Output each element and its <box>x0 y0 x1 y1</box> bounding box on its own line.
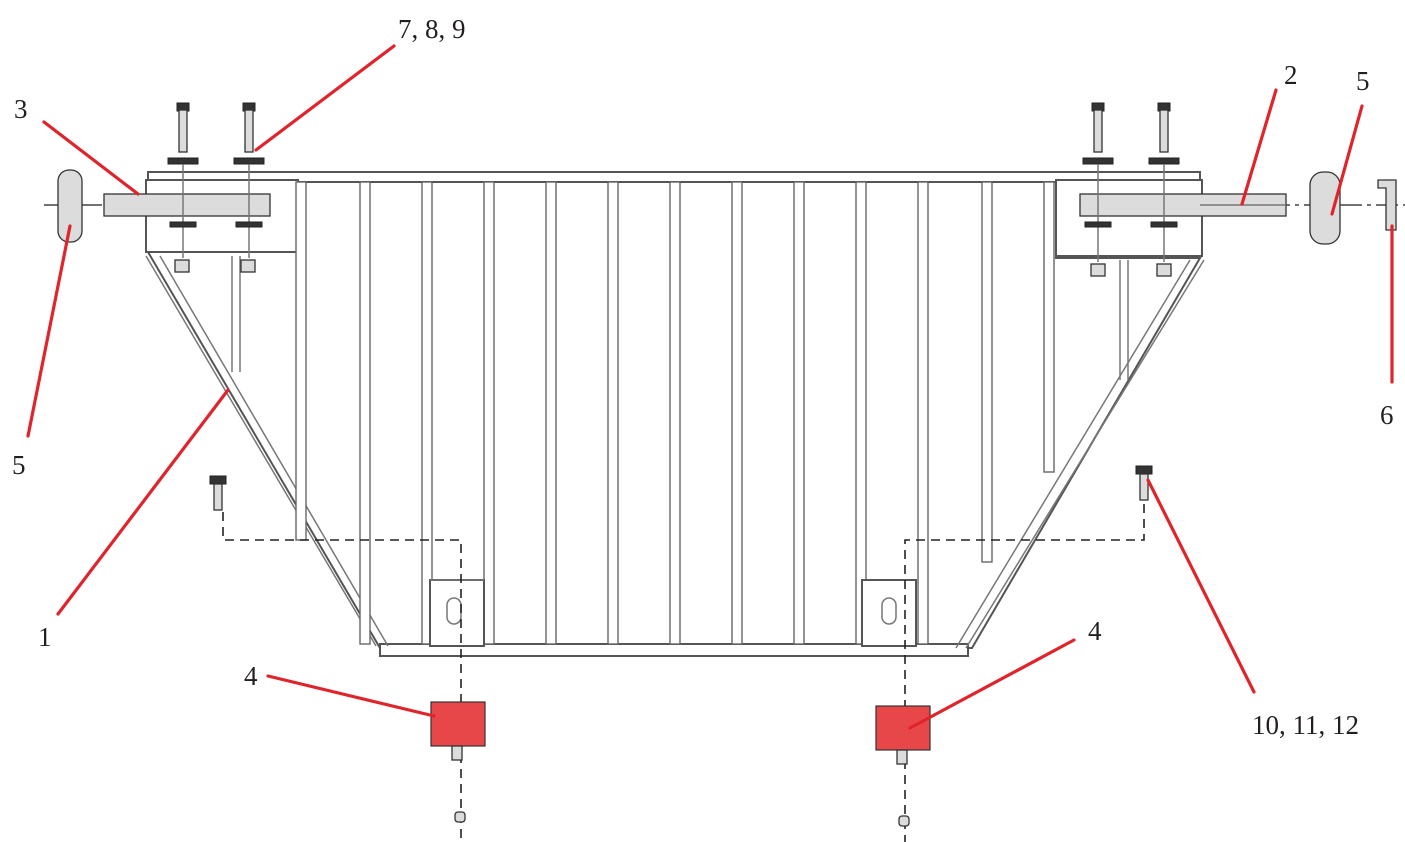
label-10-11-12: 10, 11, 12 <box>1252 710 1359 740</box>
slat <box>855 181 867 645</box>
label-5-left: 5 <box>12 450 26 480</box>
right-assembly-path <box>904 504 1145 842</box>
slat <box>295 181 307 541</box>
slat <box>1043 181 1055 473</box>
label-1: 1 <box>38 622 52 652</box>
label-6: 6 <box>1380 400 1394 430</box>
slat <box>669 181 681 645</box>
leader-5-right <box>1330 104 1364 216</box>
leader-10-11-12 <box>1146 478 1256 694</box>
leader-4-left <box>266 674 436 718</box>
left-side-bolt <box>209 475 227 511</box>
slat <box>917 181 929 645</box>
leader-3 <box>42 120 140 196</box>
label-4-left: 4 <box>244 661 258 691</box>
callout-labels: 1 2 3 4 4 5 5 6 7, 8, 9 10, 11, 12 <box>12 14 1394 740</box>
right-diagonal-brace <box>965 259 1205 649</box>
right-slot <box>881 597 897 625</box>
slat <box>545 181 557 645</box>
label-3: 3 <box>14 94 28 124</box>
left-slot-bracket <box>429 579 485 647</box>
left-wheel <box>57 169 83 243</box>
slats <box>295 181 1055 645</box>
left-diagonal-brace <box>145 255 377 647</box>
slat <box>359 181 371 645</box>
slat <box>607 181 619 645</box>
slat <box>981 181 993 563</box>
top-bolts-right <box>1082 102 1180 277</box>
slat <box>483 181 495 645</box>
top-rail <box>147 171 1201 183</box>
left-diagonal-brace-inner <box>159 255 389 647</box>
left-rubber-foot <box>430 701 486 823</box>
label-4-right: 4 <box>1088 616 1102 646</box>
slat <box>793 181 805 645</box>
slat <box>421 181 433 645</box>
leader-2 <box>1240 88 1278 206</box>
left-axle-shaft <box>103 193 271 217</box>
right-wheel <box>1309 171 1341 245</box>
slat <box>731 181 743 645</box>
right-diagonal-brace-inner <box>955 259 1191 649</box>
leader-7-8-9 <box>254 44 396 152</box>
label-2: 2 <box>1284 60 1298 90</box>
leader-lines <box>26 44 1394 730</box>
top-bolts-left <box>167 102 265 273</box>
end-cap <box>1377 179 1397 231</box>
leader-1 <box>56 388 230 616</box>
leader-5-left <box>26 224 72 438</box>
right-slot-bracket <box>861 579 917 647</box>
right-end-block <box>1055 179 1203 257</box>
right-rubber-foot <box>875 705 931 827</box>
label-5-right: 5 <box>1356 66 1370 96</box>
right-side-bolt <box>1135 465 1153 501</box>
leader-4-right <box>908 638 1076 730</box>
label-7-8-9: 7, 8, 9 <box>398 14 466 44</box>
